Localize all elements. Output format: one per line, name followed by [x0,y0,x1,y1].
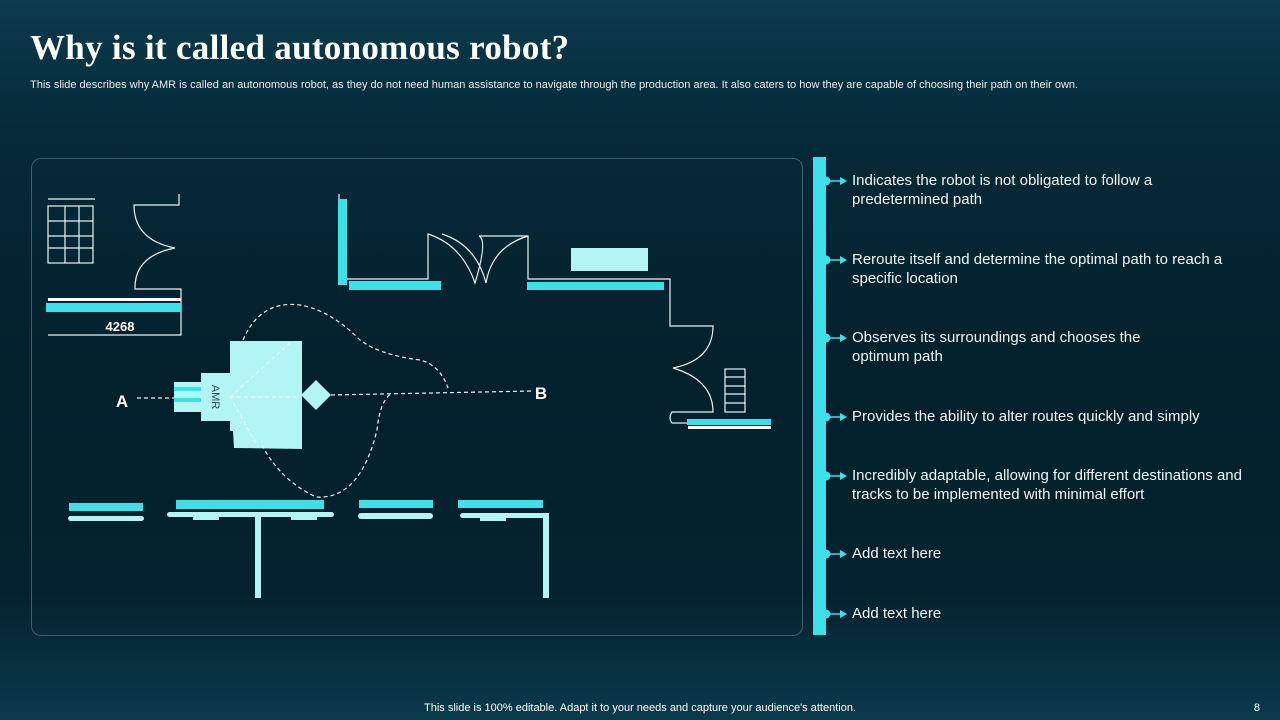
bench-top [176,500,324,509]
point-b-label: B [535,384,547,403]
arrow-bullet-icon [821,609,847,619]
wall-outline [338,194,714,424]
bullet-text[interactable]: Add text here [852,605,942,622]
bullet-text: Indicates the robot is not obligated to … [852,172,1153,208]
bench-top [359,500,433,508]
robot-head [201,373,233,421]
accent-wall [338,199,347,285]
bullet-text: Provides the ability to alter routes qui… [852,408,1200,425]
table-leg [255,515,261,598]
bullet-item: Provides the ability to alter routes qui… [820,407,1242,426]
diagram-panel [31,158,803,636]
arrow-bullet-icon [821,471,847,481]
bullet-item: Reroute itself and determine the optimal… [820,250,1242,288]
slide-subtitle: This slide describes why AMR is called a… [30,79,1079,91]
bullet-text: Incredibly adaptable, allowing for diffe… [852,467,1242,503]
bench-base [68,516,144,521]
accent-wall [527,282,664,290]
robot-body [230,341,302,449]
arrow-bullet-icon [821,176,847,186]
bullet-item: Add text here [820,604,1242,623]
equipment-block [571,248,648,271]
bullet-item: Incredibly adaptable, allowing for diffe… [820,466,1242,504]
shelf-grid [724,368,746,413]
accent-wall [46,303,181,312]
robot-label: AMR [209,385,221,410]
page-number: 8 [1253,702,1260,714]
footer-note: This slide is 100% editable. Adapt it to… [424,702,856,714]
arrow-bullet-icon [821,549,847,559]
bullet-text: Reroute itself and determine the optimal… [852,251,1223,287]
window-grid [47,205,94,264]
arrow-bullet-icon [821,255,847,265]
door-outline [133,194,182,298]
point-a-label: A [116,392,128,411]
slide-title: Why is it called autonomous robot? [30,28,570,67]
arrow-bullet-icon [821,412,847,422]
alternate-path-lower [261,392,393,498]
timeline-bar [813,157,826,635]
bullet-item: Indicates the robot is not obligated to … [820,171,1242,209]
accent-wall [349,281,441,290]
bullet-item: Observes its surroundings and chooses th… [820,328,1182,366]
accent-wall [687,419,771,425]
bench-top [458,500,543,508]
bullet-text[interactable]: Add text here [852,545,942,562]
alternate-path-upper [242,303,449,389]
table-leg [543,513,549,598]
bench-top [69,503,143,511]
room-number: 4268 [106,319,135,334]
double-door [441,233,529,284]
bullet-text: Observes its surroundings and chooses th… [852,329,1141,365]
arrow-bullet-icon [821,333,847,343]
robot-sensor [174,382,202,412]
direct-path [230,390,533,398]
robot-direction-diamond [301,380,331,410]
bench-base [358,513,433,519]
bullet-item: Add text here [820,544,1242,563]
